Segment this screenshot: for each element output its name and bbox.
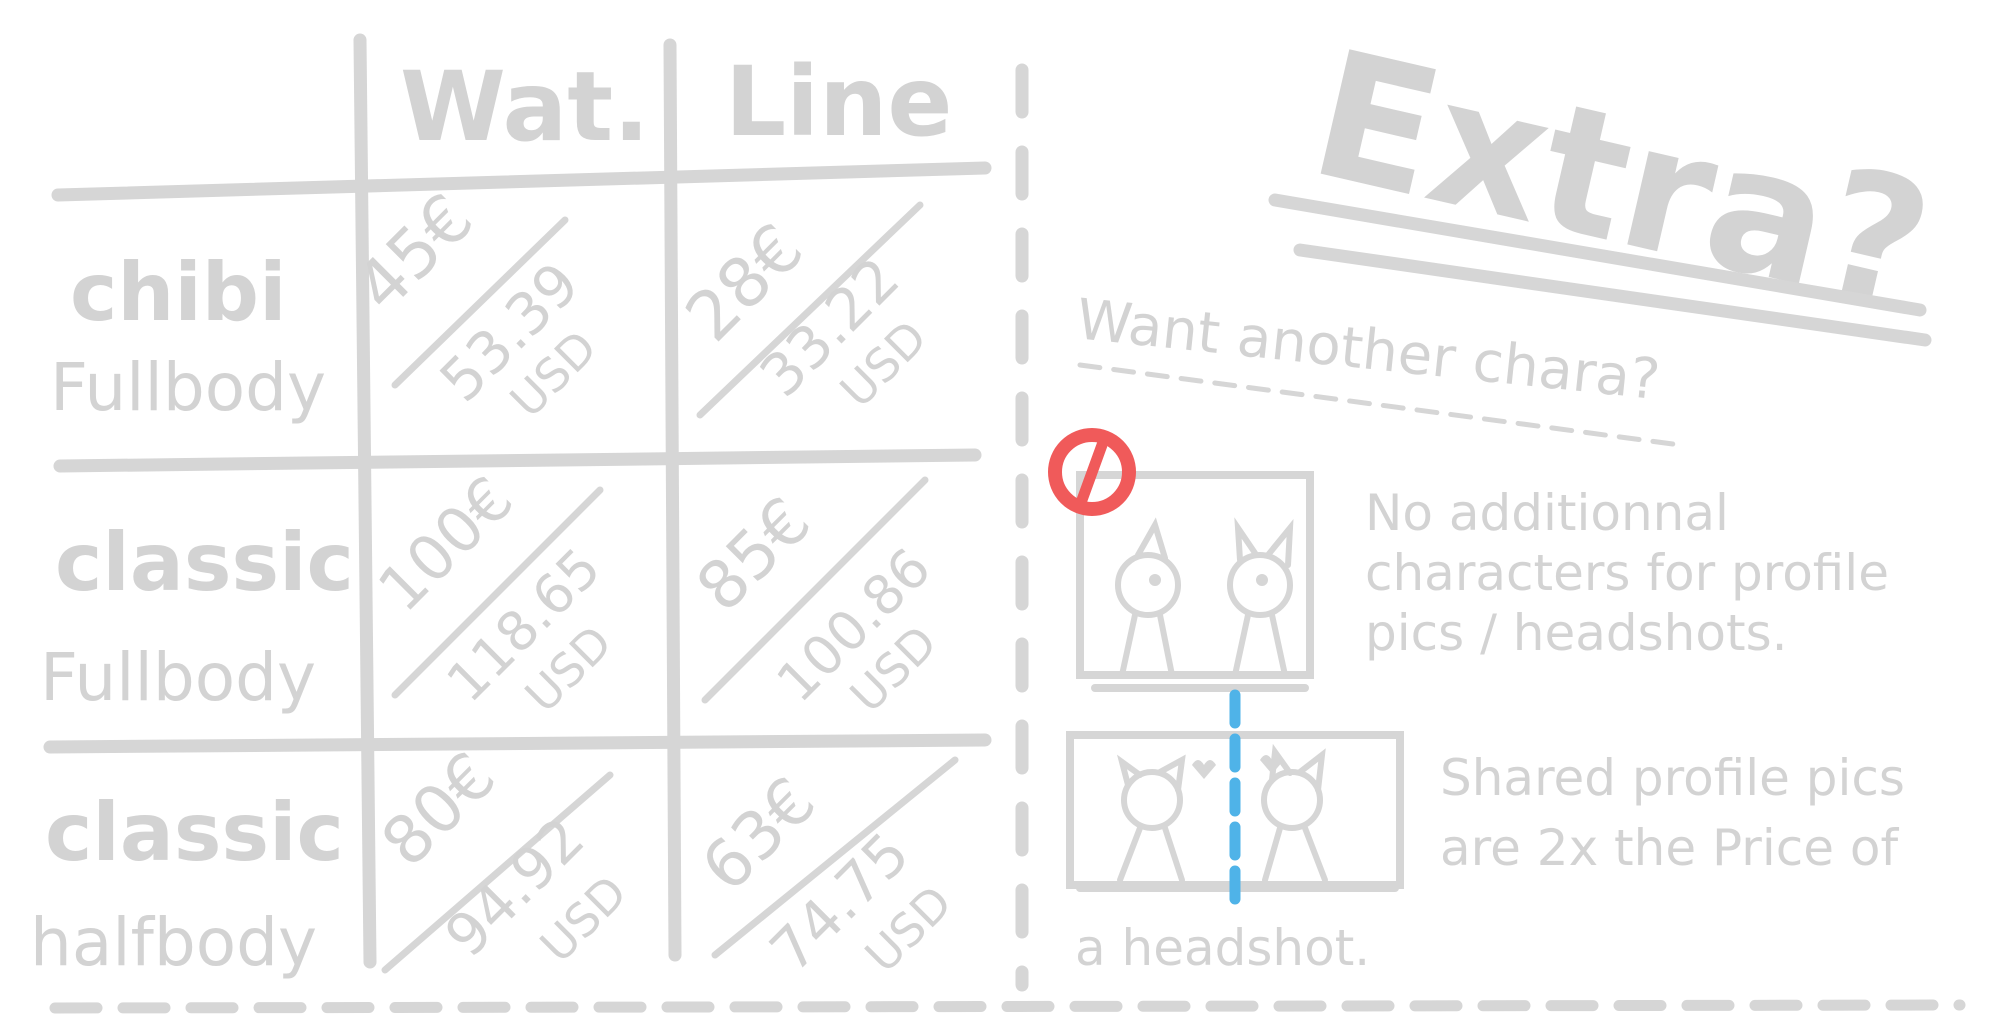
row-label-classic-2: classic <box>45 786 344 879</box>
price-cell-classic-full-wat: 100€ 118.65 USD <box>364 462 622 722</box>
pricing-table-grid <box>43 33 992 969</box>
price-cell-classic-half-wat: 80€ 94.92 USD <box>367 738 637 974</box>
row-label-chibi: chibi <box>70 246 286 339</box>
grid-vline-1 <box>353 33 377 969</box>
extra-subtitle: Want another chara? <box>1074 287 1663 413</box>
column-header-wat: Wat. <box>400 51 650 163</box>
rule2-line1: Shared profile pics <box>1440 749 1905 807</box>
row-label-classic-fullbody: Fullbody <box>40 639 316 716</box>
rule1-line2: characters for profile <box>1365 544 1889 602</box>
rule1-line3: pics / headshots. <box>1365 604 1788 662</box>
price-eur: 80€ <box>367 738 511 882</box>
row-label-chibi-fullbody: Fullbody <box>50 349 326 426</box>
grid-hline-3 <box>43 733 992 754</box>
character-left-sketch <box>1115 517 1181 678</box>
price-cell-chibi-line: 28€ 33.22 USD <box>671 201 937 419</box>
row-label-classic: classic <box>55 516 354 609</box>
no-sign-icon <box>1048 428 1136 516</box>
price-cell-chibi-wat: 45€ 53.39 USD <box>341 179 607 427</box>
row-label-classic-halfbody: halfbody <box>30 904 317 981</box>
character-right-sketch <box>1260 743 1328 883</box>
rule2-line2: are 2x the Price of <box>1440 819 1899 877</box>
headshot-example-frame <box>1048 428 1314 692</box>
price-cell-classic-half-line: 63€ 74.75 USD <box>687 756 962 985</box>
shared-profile-example-frame <box>1066 689 1404 911</box>
rule2-line3: a headshot. <box>1075 919 1370 977</box>
subtitle-underline <box>1077 362 1683 448</box>
character-left-sketch <box>1116 754 1216 883</box>
grid-hline-2 <box>53 448 982 473</box>
character-right-sketch <box>1227 517 1294 678</box>
bottom-dashed-divider <box>49 999 1966 1014</box>
column-header-line: Line <box>725 46 953 158</box>
price-cell-classic-full-line: 85€ 100.86 USD <box>682 476 947 723</box>
title-underline-1 <box>1268 193 1927 317</box>
title-underline-2 <box>1293 243 1932 347</box>
grid-hline-1 <box>51 161 992 202</box>
grid-vline-2 <box>663 38 682 962</box>
rule1-line1: No additionnal <box>1365 484 1729 542</box>
